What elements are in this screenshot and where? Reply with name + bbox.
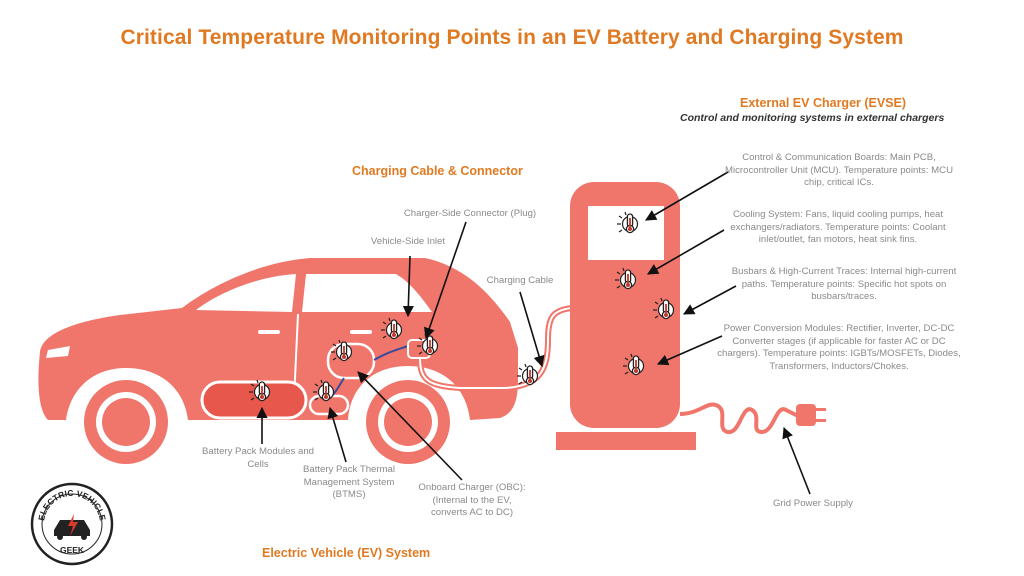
label-cooling-system: Cooling System: Fans, liquid cooling pum… [730, 209, 946, 245]
label-charger-plug: Charger-Side Connector (Plug) [403, 208, 537, 219]
evse-subtitle: Control and monitoring systems in extern… [680, 112, 945, 124]
thermometer-icon [516, 363, 539, 386]
charging-station-icon [556, 182, 696, 450]
label-grid-power: Grid Power Supply [773, 498, 853, 509]
label-power-conversion: Power Conversion Modules: Rectifier, Inv… [717, 323, 961, 372]
label-vehicle-inlet: Vehicle-Side Inlet [370, 236, 446, 247]
ev-car-icon [38, 258, 518, 464]
ev-section-title: Electric Vehicle (EV) System [262, 546, 431, 560]
page-title: Critical Temperature Monitoring Points i… [120, 26, 904, 49]
label-obc: Onboard Charger (OBC): (Internal to the … [418, 482, 526, 518]
brand-logo: ELECTRIC VEHICLE GEEK [30, 482, 114, 566]
battery-pack-shape [200, 380, 308, 420]
label-busbars: Busbars & High-Current Traces: Internal … [731, 266, 957, 302]
plug-icon [796, 404, 826, 426]
cable-section-title: Charging Cable & Connector [352, 164, 523, 178]
logo-text-bottom: GEEK [60, 545, 85, 555]
label-charging-cable: Charging Cable [486, 275, 554, 286]
label-control-boards: Control & Communication Boards: Main PCB… [725, 152, 953, 188]
evse-title: External EV Charger (EVSE) [740, 96, 907, 110]
label-btms: Battery Pack Thermal Management System (… [302, 464, 396, 500]
label-battery-modules: Battery Pack Modules and Cells [202, 446, 314, 470]
